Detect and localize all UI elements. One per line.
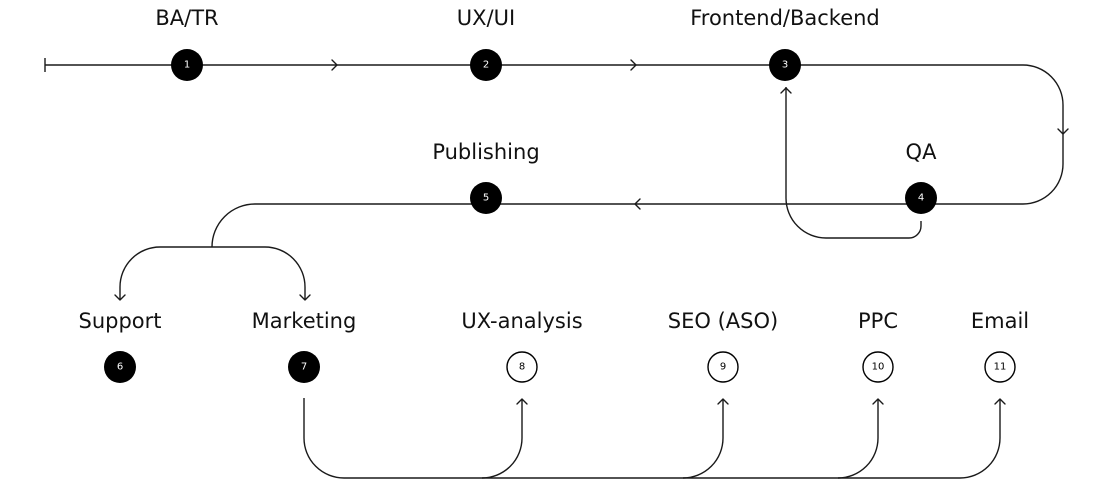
step-node-6: 6 bbox=[104, 351, 136, 383]
step-number-5: 5 bbox=[483, 193, 489, 204]
step-label-2: UX/UI bbox=[457, 6, 515, 30]
step-number-9: 9 bbox=[720, 362, 726, 373]
step-node-11: 11 bbox=[984, 351, 1016, 383]
step-number-4: 4 bbox=[918, 193, 924, 204]
edge-7-to-8 bbox=[303, 398, 523, 479]
step-node-7: 7 bbox=[288, 351, 320, 383]
arrow-3-to-4-icon bbox=[1057, 128, 1069, 135]
step-number-1: 1 bbox=[184, 60, 190, 71]
step-label-8: UX-analysis bbox=[461, 309, 582, 333]
edge-7-to-9 bbox=[482, 399, 724, 479]
step-label-7: Marketing bbox=[252, 309, 357, 333]
arrow-1-to-2-icon bbox=[331, 59, 338, 71]
arrow-2-to-3-icon bbox=[630, 59, 637, 71]
step-node-4: 4 bbox=[905, 182, 937, 214]
step-nodes: 1 2 3 4 5 6 7 8 bbox=[104, 49, 1016, 383]
step-node-5: 5 bbox=[470, 182, 502, 214]
step-number-8: 8 bbox=[519, 362, 525, 373]
arrow-to-6-icon bbox=[114, 294, 126, 301]
step-number-2: 2 bbox=[483, 60, 489, 71]
step-label-1: BA/TR bbox=[155, 6, 218, 30]
step-number-3: 3 bbox=[782, 60, 788, 71]
step-label-11: Email bbox=[971, 309, 1029, 333]
arrow-4-to-5-icon bbox=[634, 198, 641, 210]
step-node-1: 1 bbox=[171, 49, 203, 81]
step-node-8: 8 bbox=[506, 351, 538, 383]
arrow-to-8-icon bbox=[516, 398, 528, 405]
step-label-9: SEO (ASO) bbox=[668, 309, 778, 333]
edge-4-to-3-feedback bbox=[785, 87, 922, 239]
arrow-to-9-icon bbox=[717, 398, 729, 405]
edges bbox=[44, 58, 1069, 479]
step-number-11: 11 bbox=[994, 362, 1007, 373]
arrow-4-to-3-icon bbox=[780, 87, 792, 94]
step-label-10: PPC bbox=[858, 309, 898, 333]
edge-5-to-6-7-branch bbox=[119, 246, 306, 300]
step-node-3: 3 bbox=[769, 49, 801, 81]
arrow-to-11-icon bbox=[994, 398, 1006, 405]
step-node-2: 2 bbox=[470, 49, 502, 81]
step-label-5: Publishing bbox=[432, 140, 539, 164]
arrow-to-7-icon bbox=[299, 294, 311, 301]
step-node-10: 10 bbox=[862, 351, 894, 383]
step-label-6: Support bbox=[78, 309, 161, 333]
step-node-9: 9 bbox=[707, 351, 739, 383]
step-number-7: 7 bbox=[301, 362, 307, 373]
step-number-6: 6 bbox=[117, 362, 123, 373]
step-number-10: 10 bbox=[872, 362, 885, 373]
arrow-to-10-icon bbox=[872, 398, 884, 405]
edge-main-flow bbox=[45, 64, 1064, 248]
step-labels: BA/TR UX/UI Frontend/Backend QA Publishi… bbox=[78, 6, 1029, 333]
step-label-3: Frontend/Backend bbox=[690, 6, 880, 30]
edge-7-to-11 bbox=[838, 399, 1001, 479]
step-label-4: QA bbox=[906, 140, 938, 164]
